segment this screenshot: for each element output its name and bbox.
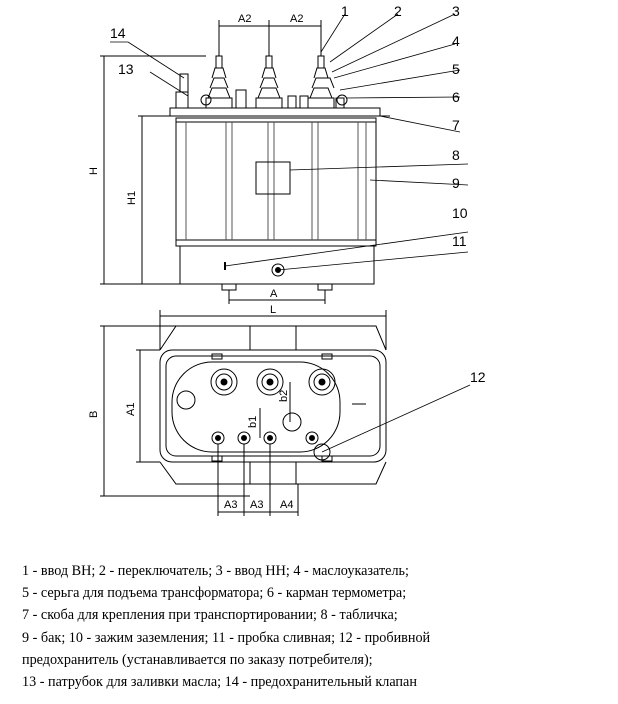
dim-h: H	[88, 167, 100, 175]
legend-line: 5 - серьга для подъема трансформатора; 6…	[22, 585, 407, 602]
legend-line: 13 - патрубок для заливки масла; 14 - пр…	[22, 674, 417, 691]
dim-a3-mid: A3	[250, 499, 263, 511]
callout-5: 5	[452, 61, 460, 77]
leader-lines	[110, 13, 471, 453]
dim-l: L	[270, 304, 276, 316]
callout-12: 12	[470, 369, 486, 385]
dimension-labels: A2 A2 H H1 A L B A1 A3 A3 A4 b1 b2	[88, 13, 303, 511]
dim-a2-right: A2	[290, 13, 303, 25]
legend-line: 1 - ввод ВН; 2 - переключатель; 3 - ввод…	[22, 563, 409, 579]
callout-10: 10	[452, 205, 468, 221]
callout-labels: 1 2 3 4 5 6 7 8 9 10 11 12 13 14	[110, 3, 486, 385]
dim-b: B	[88, 411, 100, 418]
front-view	[100, 20, 390, 304]
callout-3: 3	[452, 3, 460, 19]
dim-b2: b2	[278, 390, 290, 402]
legend-line: 9 - бак; 10 - зажим заземления; 11 - про…	[22, 629, 431, 646]
callout-6: 6	[452, 89, 460, 105]
callout-11: 11	[452, 233, 467, 249]
top-view	[100, 310, 387, 516]
legend-line: предохранитель (устанавливается по заказ…	[22, 651, 373, 668]
legend-line: 7 - скоба для крепления при транспортиро…	[22, 607, 398, 624]
dim-a3-left: A3	[224, 499, 237, 511]
callout-1: 1	[341, 3, 349, 19]
dim-a4: A4	[280, 499, 293, 511]
dim-h1: H1	[126, 191, 138, 205]
callout-2: 2	[394, 3, 402, 19]
legend: 1 - ввод ВН; 2 - переключатель; 3 - ввод…	[22, 560, 612, 693]
callout-8: 8	[452, 147, 460, 163]
lifting-lug	[200, 94, 212, 106]
safety-valve	[179, 73, 189, 93]
lv-bushings	[235, 89, 345, 109]
callout-14: 14	[110, 25, 126, 41]
dim-a2-left: A2	[238, 13, 251, 25]
callout-13: 13	[118, 61, 134, 77]
drain-plug	[271, 263, 285, 277]
transformer-drawing: 1 2 3 4 5 6 7 8 9 10 11 12 13 14 A2 A2 H…	[88, 3, 486, 516]
nameplate	[255, 161, 291, 195]
hv-bushings	[205, 44, 335, 109]
callout-7: 7	[452, 117, 460, 133]
dim-a1: A1	[125, 403, 137, 416]
dim-a: A	[270, 288, 278, 300]
dim-b1: b1	[247, 416, 259, 428]
callout-9: 9	[452, 175, 460, 191]
callout-4: 4	[452, 33, 460, 49]
tank-fins	[185, 122, 367, 240]
